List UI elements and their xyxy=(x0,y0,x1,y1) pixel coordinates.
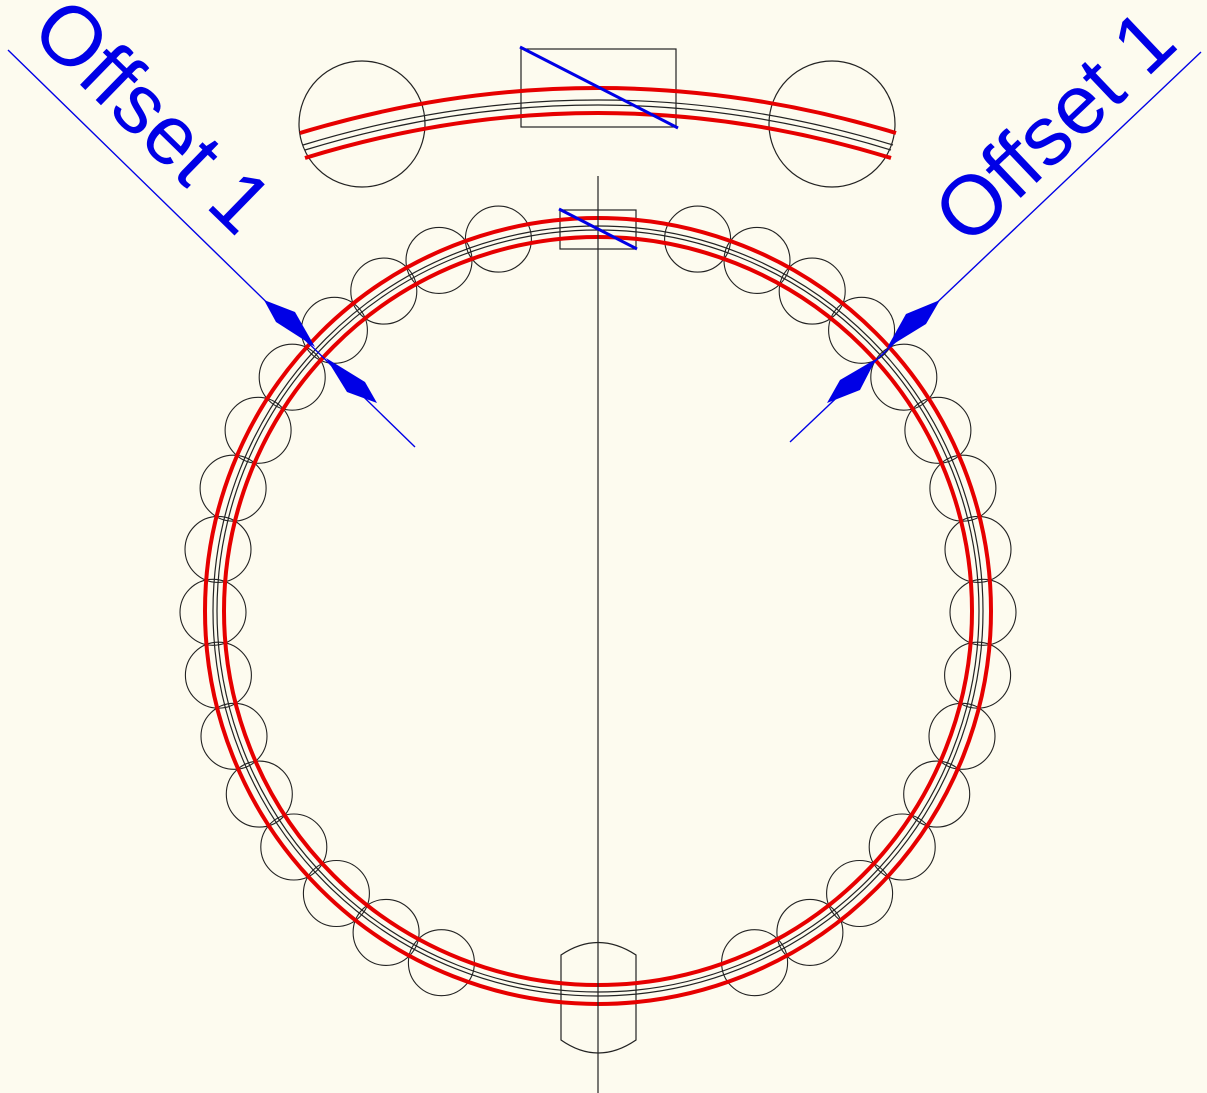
top-slider-block xyxy=(520,48,677,128)
ring-roller xyxy=(260,813,328,881)
dimension-left: Offset 1 xyxy=(7,0,416,448)
ring-roller xyxy=(778,257,846,325)
ring-roller xyxy=(868,813,936,881)
main-ring xyxy=(179,176,1017,1093)
ring-roller xyxy=(302,859,370,928)
dimension-right: Offset 1 xyxy=(789,0,1202,443)
ring-roller xyxy=(776,898,844,966)
top-arc-inner-offset xyxy=(304,111,892,160)
dimension-left-label: Offset 1 xyxy=(15,0,290,251)
ring-roller xyxy=(826,859,894,928)
ring-roller xyxy=(224,396,292,464)
top-left-roller xyxy=(298,60,426,188)
ring-top-block-diagonal xyxy=(558,207,638,251)
dimension-right-arrow-inner xyxy=(827,359,876,403)
top-arc-center-line-b xyxy=(304,104,892,151)
top-right-roller xyxy=(768,60,896,188)
dimension-right-label: Offset 1 xyxy=(916,0,1193,261)
top-slider-diagonal xyxy=(519,45,679,130)
ring-roller xyxy=(258,343,326,411)
ring-roller xyxy=(350,257,418,325)
top-arc-outer-offset xyxy=(299,86,897,135)
ring-roller xyxy=(352,898,420,966)
top-detail xyxy=(298,45,897,188)
top-arc-center-line-a xyxy=(302,99,894,146)
ring-roller xyxy=(903,760,971,828)
ring-roller xyxy=(225,760,293,828)
ring-roller xyxy=(949,578,1017,646)
ring-roller xyxy=(870,343,938,411)
ring-bottom-block xyxy=(560,941,637,1054)
ring-roller xyxy=(828,296,896,364)
dimension-left-arrow-outer xyxy=(264,300,315,347)
dimension-right-arrow-outer xyxy=(887,300,940,348)
ring-roller xyxy=(904,396,972,464)
ring-roller xyxy=(179,578,247,646)
dimension-left-arrow-inner xyxy=(326,358,377,403)
